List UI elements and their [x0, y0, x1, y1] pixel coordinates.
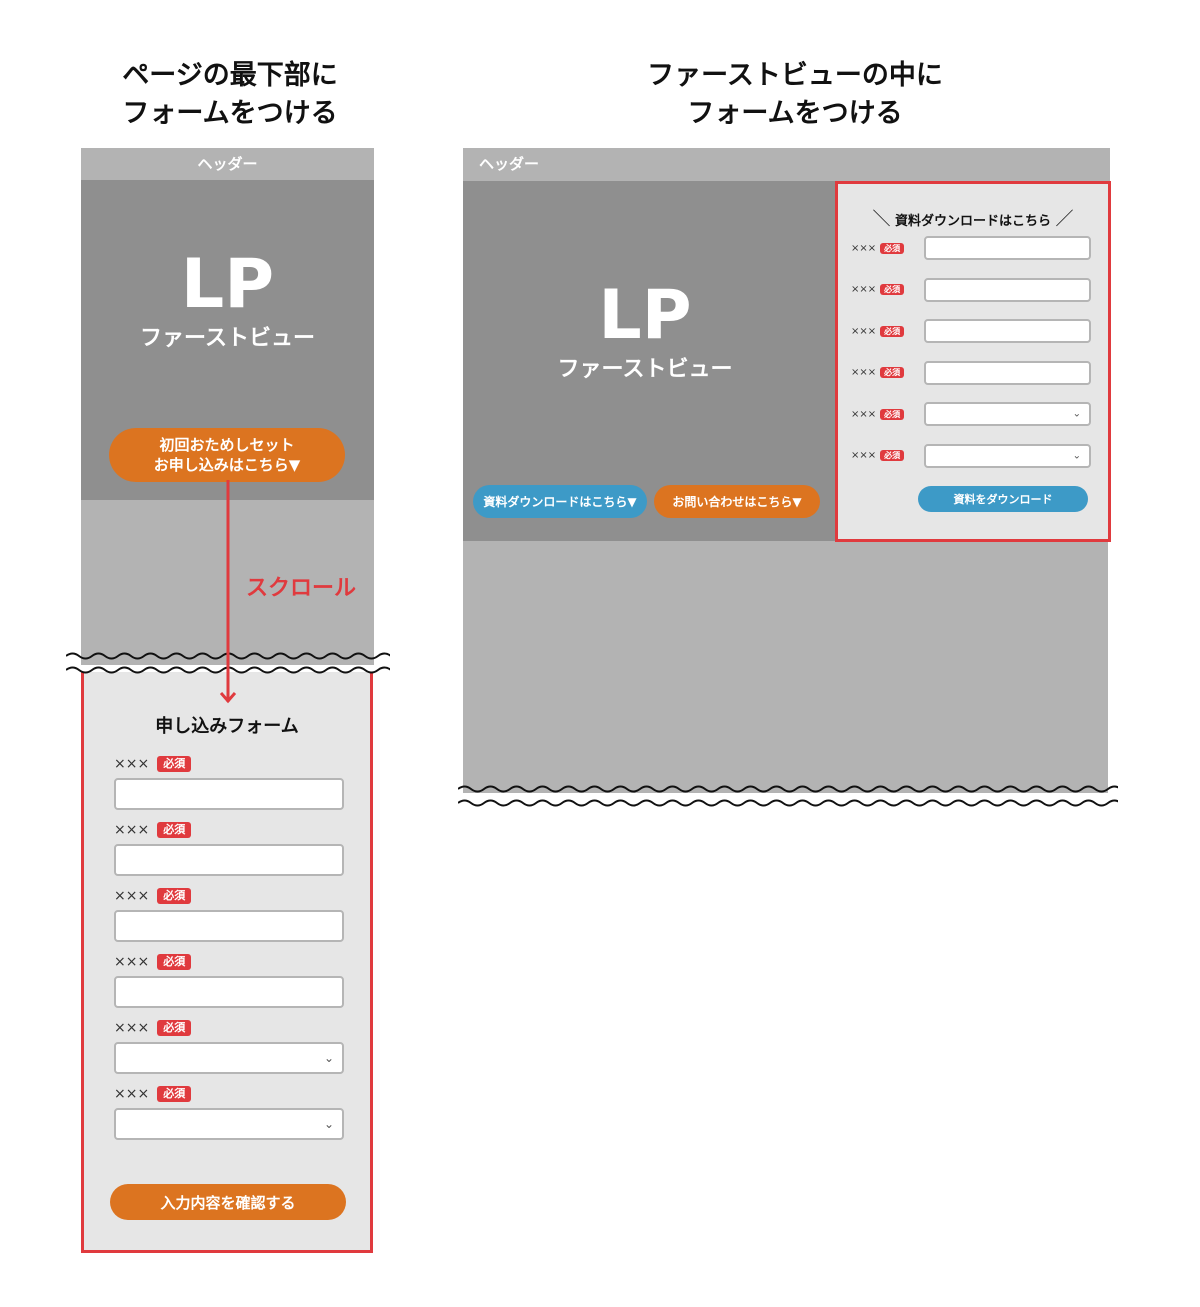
chevron-down-icon: ⌄ — [323, 1051, 334, 1065]
form-title: ＼ 資料ダウンロードはこちら ／ — [838, 205, 1108, 231]
form-field: ×××必須 — [851, 319, 1091, 343]
field-label-row: ×××必須 — [851, 325, 905, 337]
required-badge: 必須 — [157, 1086, 192, 1102]
text-input[interactable] — [924, 319, 1091, 343]
field-label-row: ××× 必須 — [114, 822, 346, 838]
right-title-line2: フォームをつける — [687, 98, 903, 129]
text-input[interactable] — [114, 910, 344, 942]
firstview-label: ファーストビュー — [557, 357, 733, 382]
right-title-line1: ファーストビューの中に — [647, 60, 943, 91]
firstview-label: ファーストビュー — [140, 326, 315, 351]
chevron-down-icon: ⌄ — [1072, 450, 1081, 461]
right-content-area — [463, 541, 1108, 793]
form-field: ×××必須 — [851, 277, 1091, 302]
form-field: ×××必須 — [851, 360, 1091, 385]
text-input[interactable] — [924, 360, 1091, 385]
field-label-row: ××× 必須 — [114, 954, 346, 970]
field-label-row: ×××必須 — [851, 450, 905, 461]
right-title: ファーストビューの中に フォームをつける — [590, 57, 1000, 133]
field-label-row: ××× 必須 — [114, 1086, 346, 1102]
select-field[interactable]: ⌄ — [114, 1042, 344, 1074]
confirm-button[interactable]: 入力内容を確認する — [110, 1184, 346, 1220]
slash-deco: ／ — [1055, 209, 1074, 230]
form-field: ××× 必須 — [114, 756, 346, 810]
text-input[interactable] — [114, 976, 344, 1008]
required-badge: 必須 — [880, 408, 905, 420]
field-label: ××× — [114, 822, 150, 838]
left-title: ページの最下部に フォームをつける — [60, 57, 400, 133]
field-label-row: ××× 必須 — [114, 756, 346, 772]
field-label-row: ××× 必須 — [114, 888, 346, 904]
cut-wave-left — [66, 652, 390, 674]
text-input[interactable] — [924, 277, 1091, 302]
cut-wave-right — [458, 785, 1118, 807]
field-label-row: ×××必須 — [851, 242, 905, 254]
form-field: ××× 必須 — [114, 954, 346, 1008]
required-badge: 必須 — [880, 367, 905, 378]
trial-cta-button[interactable]: 初回おためしセット お申し込みはこちら▼ — [109, 428, 345, 482]
field-label: ××× — [114, 954, 150, 970]
left-title-line1: ページの最下部に — [122, 60, 338, 91]
form-field: ××× 必須 ⌄ — [114, 1086, 346, 1140]
field-label: ××× — [114, 1020, 150, 1036]
scroll-label: スクロール — [246, 576, 357, 601]
form-title: 申し込みフォーム — [155, 716, 299, 737]
lp-heading: LP — [598, 276, 692, 355]
required-badge: 必須 — [880, 284, 905, 295]
field-label: ××× — [851, 284, 877, 295]
field-label-row: ××× 必須 — [114, 1020, 346, 1036]
form-field: ××× 必須 — [114, 822, 346, 876]
required-badge: 必須 — [880, 450, 905, 461]
form-field: ××× 必須 — [114, 888, 346, 942]
chevron-down-icon: ⌄ — [323, 1117, 334, 1131]
field-label-row: ×××必須 — [851, 284, 905, 295]
contact-cta-button[interactable]: お問い合わせはこちら▼ — [654, 485, 820, 518]
left-header: ヘッダー — [81, 148, 374, 180]
field-label: ××× — [851, 325, 877, 337]
chevron-down-icon: ⌄ — [1072, 408, 1081, 420]
required-badge: 必須 — [880, 242, 905, 254]
required-badge: 必須 — [157, 756, 192, 772]
select-field[interactable]: ⌄ — [924, 443, 1091, 468]
required-badge: 必須 — [157, 1020, 192, 1036]
field-label-row: ×××必須 — [851, 408, 905, 420]
field-label: ××× — [851, 242, 877, 254]
field-label: ××× — [851, 450, 877, 461]
field-label: ××× — [851, 367, 877, 378]
required-badge: 必須 — [157, 954, 192, 970]
field-label: ××× — [114, 756, 150, 772]
form-field: ×××必須 ⌄ — [851, 402, 1091, 426]
left-title-line2: フォームをつける — [122, 98, 338, 129]
right-download-form: ＼ 資料ダウンロードはこちら ／ ×××必須 ×××必須 ×××必須 ×××必須… — [835, 181, 1111, 542]
required-badge: 必須 — [157, 822, 192, 838]
select-field[interactable]: ⌄ — [114, 1108, 344, 1140]
form-field: ×××必須 ⌄ — [851, 443, 1091, 468]
field-label: ××× — [851, 408, 877, 420]
field-label: ××× — [114, 1086, 150, 1102]
required-badge: 必須 — [880, 325, 905, 337]
select-field[interactable]: ⌄ — [924, 402, 1091, 426]
download-cta-button[interactable]: 資料ダウンロードはこちら▼ — [473, 485, 647, 518]
right-header: ヘッダー — [463, 148, 1110, 181]
right-hero: LP ファーストビュー — [463, 181, 835, 541]
form-field: ×××必須 — [851, 236, 1091, 260]
form-field: ××× 必須 ⌄ — [114, 1020, 346, 1074]
backslash-deco: ＼ — [872, 209, 891, 230]
required-badge: 必須 — [157, 888, 192, 904]
text-input[interactable] — [114, 844, 344, 876]
text-input[interactable] — [924, 236, 1091, 260]
lp-heading: LP — [180, 245, 275, 324]
form-title-text: 資料ダウンロードはこちら — [894, 214, 1051, 229]
cta-line1: 初回おためしセット — [159, 436, 295, 454]
download-submit-button[interactable]: 資料をダウンロード — [918, 486, 1088, 512]
text-input[interactable] — [114, 778, 344, 810]
cta-line2: お申し込みはこちら▼ — [153, 456, 301, 474]
field-label: ××× — [114, 888, 150, 904]
field-label-row: ×××必須 — [851, 367, 905, 378]
left-application-form: 申し込みフォーム ××× 必須 ××× 必須 ××× 必須 ××× 必須 ××× 必須 ⌄… — [81, 672, 373, 1253]
scroll-arrow-icon — [220, 480, 236, 704]
